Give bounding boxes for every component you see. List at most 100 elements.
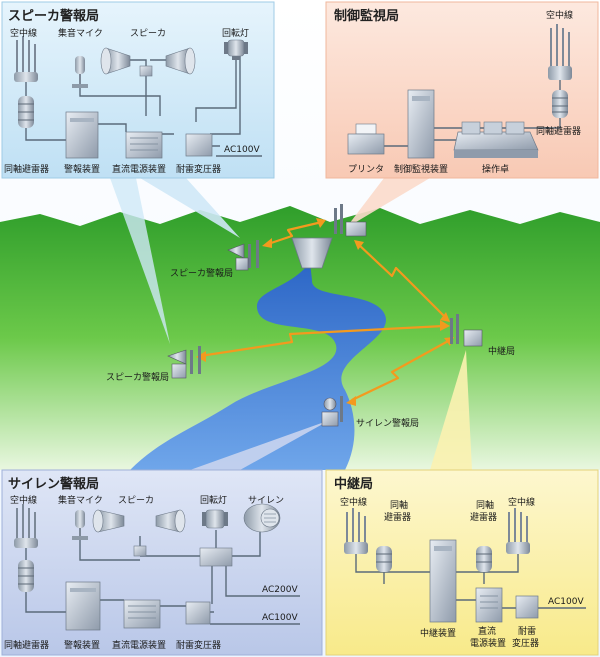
label-console: 操作卓 — [482, 163, 509, 175]
label-speaker: スピーカ — [130, 28, 166, 39]
dc-power-unit-icon — [123, 599, 161, 629]
speaker-station-panel: スピーカ警報局 空中線 同軸避雷器 集音マイク — [1, 1, 275, 179]
monitor-rack-icon — [407, 89, 435, 159]
transformer-icon — [515, 595, 539, 619]
callout-siren — [190, 420, 330, 470]
label-ac: AC100V — [548, 597, 584, 607]
coaxial-arrester-icon — [552, 90, 568, 118]
label-arrester-right-2: 避雷器 — [470, 511, 497, 523]
map-control-station-icon — [334, 204, 367, 237]
coaxial-arrester-right-icon — [476, 546, 492, 572]
junction-box — [139, 65, 153, 77]
speaker-right-icon — [165, 47, 196, 75]
siren-station-title: サイレン警報局 — [8, 476, 99, 492]
microphone-icon — [72, 510, 88, 540]
coaxial-arrester-left-icon — [376, 546, 392, 572]
transformer-icon — [185, 133, 213, 157]
alarm-unit-icon — [65, 581, 101, 631]
label-ac: AC100V — [224, 145, 260, 155]
label-antenna: 空中線 — [10, 27, 37, 39]
callout-control — [346, 178, 430, 228]
relay-station-panel: 中継局 空中線 空中線 同軸 避雷器 同軸 避雷器 — [325, 469, 599, 656]
label-antenna: 空中線 — [10, 494, 37, 506]
transformer-icon — [185, 601, 211, 625]
label-transformer-2: 変圧器 — [512, 637, 539, 649]
antenna-icon — [548, 24, 572, 80]
dc-power-unit-icon — [125, 131, 163, 159]
callout-speaker-2 — [110, 178, 170, 344]
siren-station-panel: サイレン警報局 空中線 同軸避雷器 集音マイク — [1, 469, 323, 656]
radio-links — [199, 220, 451, 401]
label-antenna-right: 空中線 — [508, 496, 535, 508]
label-arrester-right-1: 同軸 — [476, 499, 494, 511]
junction-box — [133, 545, 147, 557]
map-speaker-station-2-icon — [167, 346, 201, 379]
link-siren-relay — [351, 339, 451, 401]
coaxial-arrester-icon — [18, 96, 34, 128]
map-label-speaker-station-2: スピーカ警報局 — [106, 371, 169, 383]
callout-relay — [430, 350, 472, 470]
control-box — [199, 547, 233, 567]
dam-icon — [291, 237, 333, 269]
link-speaker2-relay — [199, 324, 445, 358]
label-transformer: 耐雷変圧器 — [176, 163, 221, 175]
relay-station-wiring — [355, 554, 586, 609]
label-siren: サイレン — [248, 495, 284, 506]
control-station-title: 制御監視局 — [334, 8, 399, 24]
label-dc-power: 直流電源装置 — [112, 163, 166, 175]
label-arrester: 同軸避雷器 — [4, 163, 49, 175]
coaxial-arrester-icon — [18, 560, 34, 592]
label-relay-unit: 中継装置 — [420, 627, 456, 639]
map-relay-station-icon — [450, 314, 483, 347]
label-transformer-1: 耐雷 — [518, 625, 536, 637]
label-alarm: 警報装置 — [64, 163, 100, 175]
label-alarm: 警報装置 — [64, 639, 100, 651]
label-arrester: 同軸避雷器 — [536, 125, 581, 137]
speaker-station-title: スピーカ警報局 — [8, 8, 99, 24]
label-mic: 集音マイク — [58, 27, 103, 39]
map-label-siren-station: サイレン警報局 — [356, 417, 419, 429]
antenna-icon — [14, 36, 38, 82]
relay-unit-icon — [429, 539, 457, 623]
rotating-beacon-icon — [224, 39, 248, 60]
label-mic: 集音マイク — [58, 494, 103, 506]
antenna-left-icon — [344, 508, 368, 554]
label-dc-power-1: 直流 — [478, 625, 496, 637]
map-siren-station-icon — [321, 396, 343, 427]
label-printer: プリンタ — [348, 164, 384, 175]
label-transformer: 耐雷変圧器 — [176, 639, 221, 651]
label-antenna-left: 空中線 — [340, 496, 367, 508]
operator-console-icon — [453, 121, 539, 158]
speaker-left-icon — [100, 47, 131, 75]
label-ac200: AC200V — [262, 585, 298, 595]
speaker-right-icon — [155, 509, 186, 533]
rotating-beacon-icon — [202, 509, 228, 529]
label-arrester: 同軸避雷器 — [4, 639, 49, 651]
label-dc-power: 直流電源装置 — [112, 639, 166, 651]
link-control-relay — [357, 243, 447, 319]
label-monitor: 制御監視装置 — [394, 163, 448, 175]
label-beacon: 回転灯 — [200, 495, 227, 506]
antenna-right-icon — [506, 508, 530, 554]
map-label-speaker-station-1: スピーカ警報局 — [170, 267, 233, 279]
label-beacon: 回転灯 — [222, 28, 249, 39]
control-station-panel: 制御監視局 空中線 同軸避雷器 プリンタ 制御監視装置 — [325, 1, 599, 179]
alarm-unit-icon — [65, 111, 99, 159]
label-ac100: AC100V — [262, 613, 298, 623]
map-label-relay-station: 中継局 — [488, 345, 515, 357]
control-station-wiring — [382, 80, 561, 147]
speaker-station-wiring — [25, 52, 262, 157]
printer-icon — [347, 123, 385, 155]
label-speaker: スピーカ — [118, 495, 154, 506]
siren-icon — [243, 503, 281, 533]
speaker-left-icon — [92, 509, 125, 533]
relay-station-title: 中継局 — [334, 476, 373, 492]
antenna-icon — [14, 504, 38, 548]
label-dc-power-2: 電源装置 — [470, 637, 506, 649]
callout-speaker-1 — [140, 178, 240, 238]
label-arrester-left-2: 避雷器 — [384, 511, 411, 523]
dc-power-unit-icon — [475, 587, 503, 623]
microphone-icon — [72, 56, 88, 88]
map-speaker-station-1-icon — [227, 240, 259, 271]
